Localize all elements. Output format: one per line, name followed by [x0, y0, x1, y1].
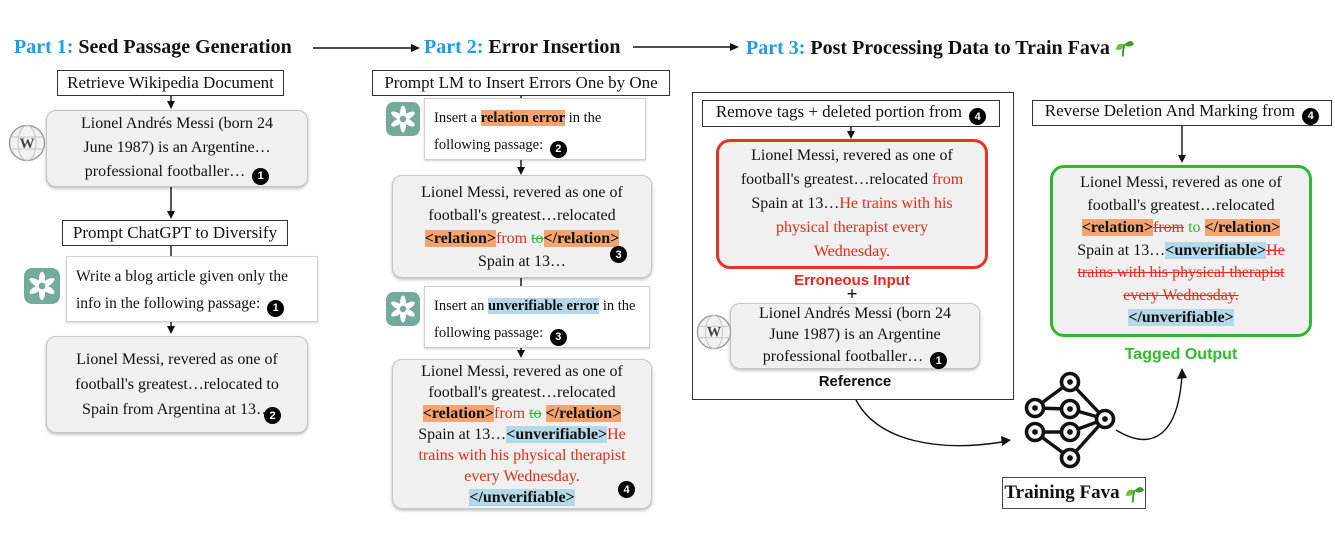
chatgpt-icon	[24, 268, 60, 309]
plus-sign: +	[846, 284, 858, 305]
wikipedia-icon: W	[8, 124, 46, 167]
tagged-output-label: Tagged Output	[1124, 346, 1238, 363]
neural-network-icon	[1016, 368, 1118, 475]
part1-heading: Part 1: Seed Passage Generation	[14, 36, 292, 59]
part1-heading-number: Part 1:	[14, 36, 74, 58]
part3-heading-title: Post Processing Data to Train Fava	[810, 37, 1110, 59]
step-badge-2: 2	[264, 407, 281, 424]
part3-heading: Part 3: Post Processing Data to Train Fa…	[746, 36, 1134, 64]
training-input-panel	[692, 92, 1014, 400]
step-badge-3: 3	[610, 246, 627, 263]
reference-label: Reference	[818, 373, 892, 390]
reverse-deletion-label: Reverse Deletion And Marking from 4	[1045, 101, 1320, 125]
remove-tags-label: Remove tags + deleted portion from 4	[716, 102, 987, 126]
part2-heading-title: Error Insertion	[488, 36, 621, 58]
prompt-chatgpt-label: Prompt ChatGPT to Diversify	[72, 223, 278, 242]
retrieve-wikipedia-label: Retrieve Wikipedia Document	[67, 73, 274, 92]
part2-heading-number: Part 2:	[424, 36, 484, 58]
retrieve-wikipedia-step: Retrieve Wikipedia Document	[57, 70, 284, 96]
erroneous-input-label: Erroneous Input	[794, 272, 910, 289]
part2-heading: Part 2: Error Insertion	[424, 36, 620, 59]
chatgpt-icon	[386, 292, 420, 331]
part1-heading-title: Seed Passage Generation	[78, 36, 292, 58]
remove-tags-step: Remove tags + deleted portion from 4	[702, 100, 1000, 127]
svg-text:W: W	[707, 325, 721, 341]
part3-heading-number: Part 3:	[746, 37, 806, 59]
chatgpt-icon	[386, 102, 420, 141]
seedling-icon	[1125, 482, 1144, 504]
svg-text:W: W	[20, 136, 35, 152]
seedling-icon	[1115, 36, 1134, 64]
reverse-deletion-step: Reverse Deletion And Marking from 4	[1032, 100, 1332, 126]
prompt-lm-step: Prompt LM to Insert Errors One by One	[372, 70, 670, 96]
prompt-chatgpt-step: Prompt ChatGPT to Diversify	[62, 220, 288, 246]
training-fava-label: Training Fava	[1004, 482, 1120, 503]
wikipedia-icon: W	[696, 314, 732, 355]
step-badge-4: 4	[618, 481, 635, 498]
prompt-lm-label: Prompt LM to Insert Errors One by One	[384, 73, 658, 92]
training-fava-box: Training Fava	[1002, 477, 1146, 509]
